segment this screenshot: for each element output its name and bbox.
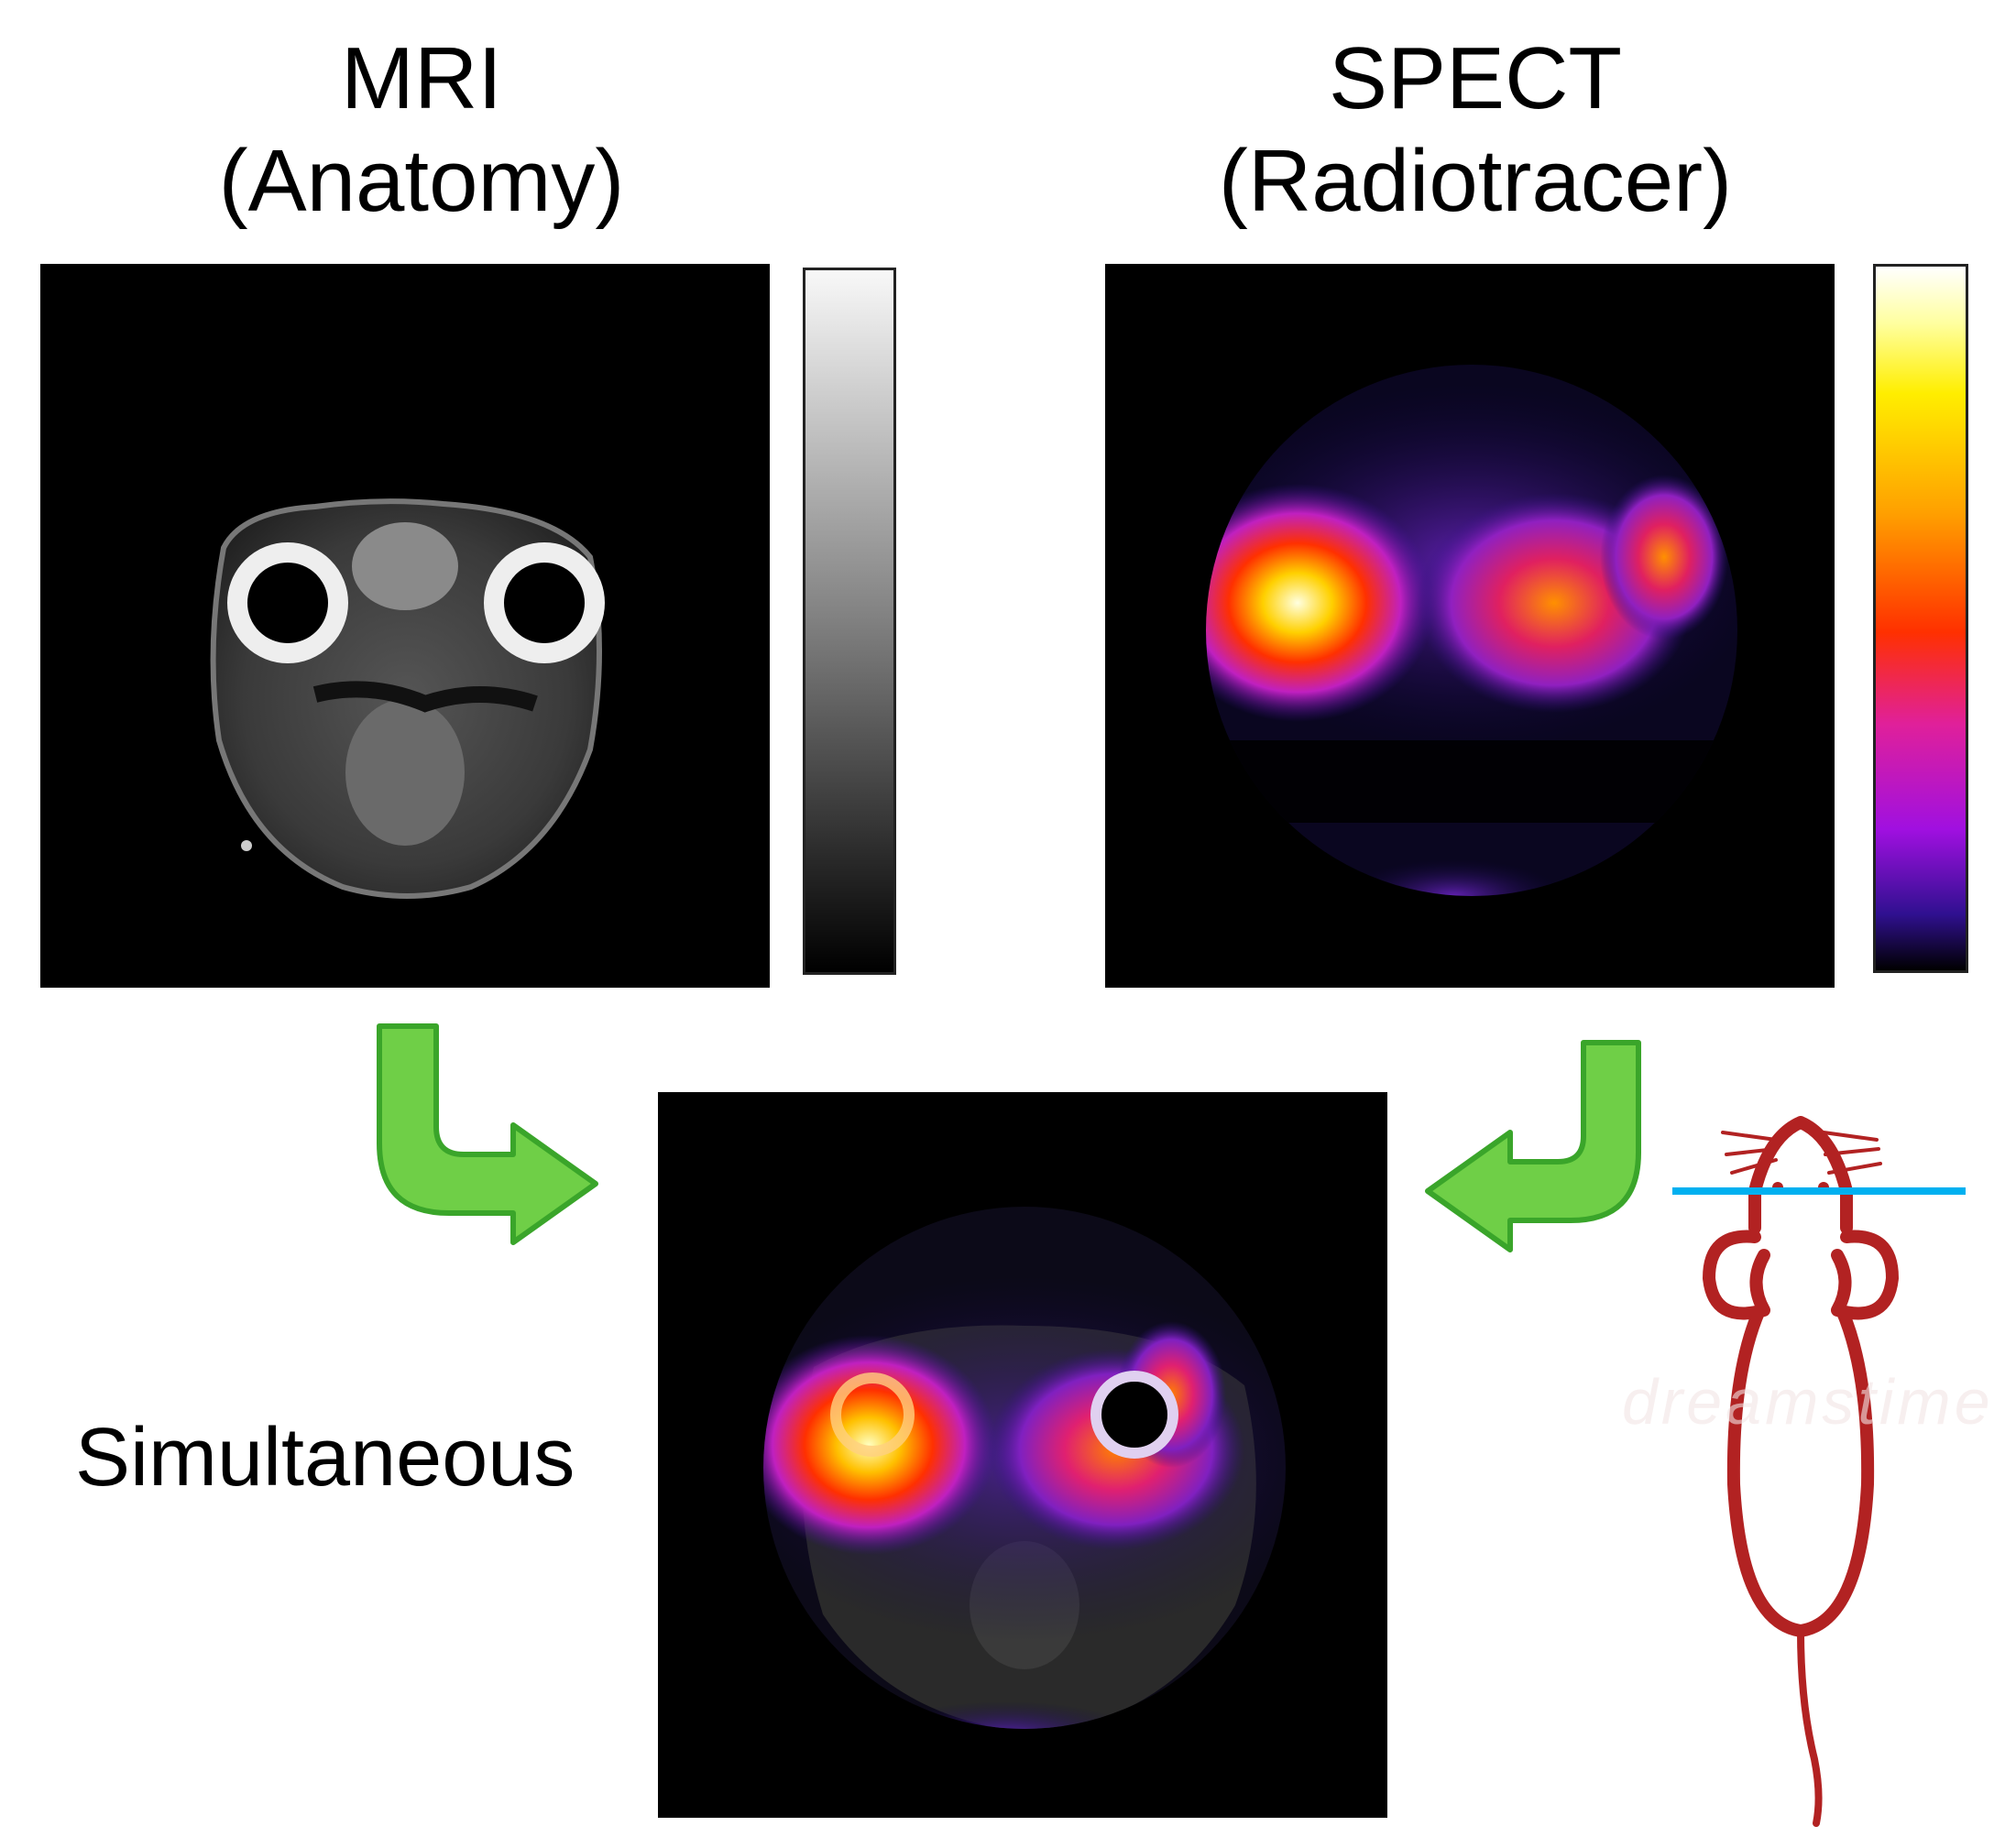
mri-colorbar [803,268,896,975]
fusion-image [658,1092,1387,1818]
mouse-outline-icon [1672,1116,1966,1827]
spect-title-line1: SPECT [1328,29,1623,127]
spect-title-line2: (Radiotracer) [1218,132,1733,230]
mri-title-line1: MRI [341,29,502,127]
mri-to-fusion-arrow-icon [377,1023,598,1245]
spect-colorbar [1873,264,1968,973]
spect-image [1105,264,1835,988]
mri-title: MRI (Anatomy) [202,27,641,233]
spect-title: SPECT (Radiotracer) [1191,27,1759,233]
watermark: dreamstime [1622,1366,1994,1438]
fusion-label: Simultaneous [75,1412,575,1504]
mri-image [40,264,770,988]
mri-title-line2: (Anatomy) [218,132,625,230]
spect-to-fusion-arrow-icon [1425,1040,1641,1252]
